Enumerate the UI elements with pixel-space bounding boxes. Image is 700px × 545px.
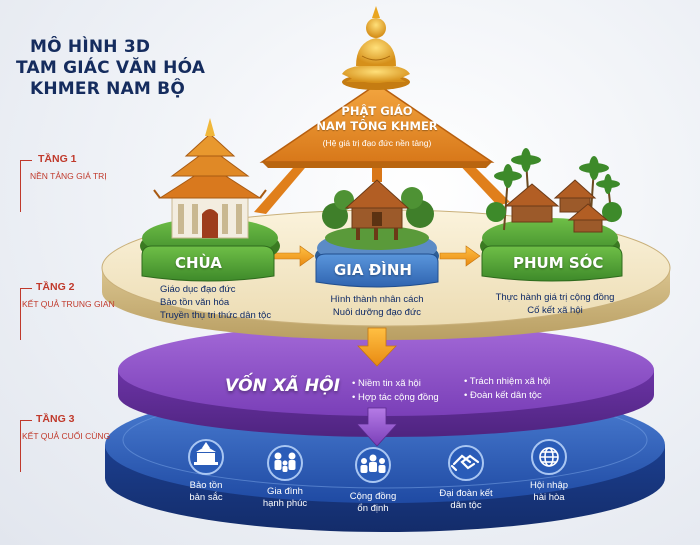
pillar-chua-desc-1: Giáo dục đạo đức — [160, 284, 236, 295]
outcome-4-line-1: Đại đoàn kết — [426, 488, 506, 499]
tier-1-bar — [20, 160, 32, 161]
outcome-5-line-2: hài hòa — [509, 492, 589, 503]
social-capital-bullet-2-text: Hợp tác cộng đồng — [358, 392, 439, 403]
outcome-4-line-2: dân tộc — [426, 500, 506, 511]
buddha-statue-icon — [342, 6, 410, 90]
social-capital-bullet-3-text: Trách nhiệm xã hội — [470, 376, 550, 387]
title-line-3: KHMER NAM BỘ — [30, 79, 185, 99]
tier-1-name: TẦNG 1 — [38, 153, 77, 165]
social-capital-bullet-4: • Đoàn kết dân tộc — [464, 390, 542, 401]
pillar-phumsoc-desc-2: Cố kết xã hội — [480, 305, 630, 316]
pillar-giadinh-label: GIA ĐÌNH — [334, 261, 412, 279]
tier-3-tick — [20, 420, 21, 472]
social-capital-bullet-3: • Trách nhiệm xã hội — [464, 376, 550, 387]
pillar-phumsoc-label: PHUM SÓC — [513, 254, 603, 272]
pillar-chua-desc-3: Truyền thụ tri thức dân tộc — [160, 310, 271, 321]
apex-subtitle: (Hệ giá trị đạo đức nền tảng) — [293, 138, 461, 148]
social-capital-bullet-1-text: Niềm tin xã hội — [358, 378, 421, 389]
pillar-chua-desc-2: Bảo tồn văn hóa — [160, 297, 229, 308]
social-capital-title: VỐN XÃ HỘI — [225, 376, 340, 396]
tier-2-tick — [20, 288, 21, 340]
tier-3-name: TẦNG 3 — [36, 413, 75, 425]
apex-line-1: PHẬT GIÁO — [303, 104, 451, 118]
outcome-1-line-2: bản sắc — [166, 492, 246, 503]
tier-1-subtitle: NỀN TẢNG GIÁ TRỊ — [30, 171, 107, 181]
outcome-5-line-1: Hội nhập — [509, 480, 589, 491]
tier-2-bar — [20, 288, 32, 289]
outcome-2-line-2: hạnh phúc — [245, 498, 325, 509]
outcome-3-line-2: ổn định — [333, 503, 413, 514]
title-line-2: TAM GIÁC VĂN HÓA — [16, 58, 205, 78]
outcome-3-line-1: Cộng đồng — [333, 491, 413, 502]
social-capital-bullet-2: • Hợp tác cộng đồng — [352, 392, 439, 403]
pillar-giadinh-desc-2: Nuôi dưỡng đạo đức — [317, 307, 437, 318]
tier-1-tick — [20, 160, 21, 212]
pillar-phumsoc-desc-1: Thực hành giá trị cộng đồng — [480, 292, 630, 303]
tier-3-bar — [20, 420, 32, 421]
tier-2-subtitle: KẾT QUẢ TRUNG GIAN — [22, 299, 115, 309]
tier-2-name: TẦNG 2 — [36, 281, 75, 293]
social-capital-bullet-1: • Niềm tin xã hội — [352, 378, 421, 389]
apex-line-2: NAM TÔNG KHMER — [293, 119, 461, 133]
pillar-chua-label: CHÙA — [175, 254, 222, 272]
pillar-giadinh-desc-1: Hình thành nhân cách — [317, 294, 437, 305]
outcome-2-line-1: Gia đình — [245, 486, 325, 497]
title-line-1: MÔ HÌNH 3D — [30, 37, 150, 57]
social-capital-bullet-4-text: Đoàn kết dân tộc — [470, 390, 542, 401]
tier-3-subtitle: KẾT QUẢ CUỐI CÙNG — [22, 431, 110, 441]
outcome-1-line-1: Bảo tồn — [166, 480, 246, 491]
